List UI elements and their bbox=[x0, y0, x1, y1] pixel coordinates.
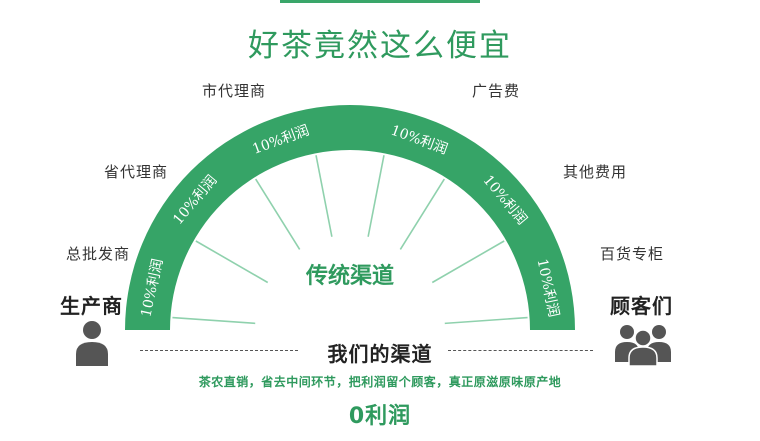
spoke-line bbox=[172, 316, 256, 325]
channel-label-department-store: 百货专柜 bbox=[600, 245, 665, 263]
spoke-line bbox=[431, 240, 505, 284]
channel-label-city-agent: 市代理商 bbox=[202, 82, 267, 100]
top-accent-bar bbox=[280, 0, 480, 3]
divider-left bbox=[140, 350, 298, 351]
spoke-line bbox=[195, 240, 269, 284]
customers-label: 顾客们 bbox=[610, 294, 673, 318]
channel-label-advertising: 广告费 bbox=[472, 82, 521, 100]
spoke-lines bbox=[172, 155, 528, 325]
spoke-line bbox=[367, 155, 385, 237]
channel-label-other-costs: 其他费用 bbox=[563, 163, 628, 181]
producer-label: 生产商 bbox=[60, 294, 123, 318]
divider-right bbox=[448, 350, 593, 351]
group-icon bbox=[615, 325, 671, 366]
spoke-line bbox=[254, 178, 301, 250]
our-channel-description: 茶农直销，省去中间环节，把利润留个顾客，真正原滋原味原产地 bbox=[198, 375, 562, 389]
channel-label-wholesaler: 总批发商 bbox=[66, 245, 131, 263]
channel-label-province-agent: 省代理商 bbox=[104, 163, 169, 181]
spoke-line bbox=[315, 155, 333, 237]
spoke-line bbox=[444, 316, 528, 325]
spoke-line bbox=[399, 178, 446, 250]
our-channel-title: 我们的渠道 bbox=[327, 342, 433, 366]
person-icon bbox=[76, 321, 108, 366]
page-title: 好茶竟然这么便宜 bbox=[248, 28, 512, 64]
zero-profit-label: 0利润 bbox=[348, 404, 412, 429]
center-label-backing bbox=[292, 258, 408, 290]
center-label: 传统渠道 bbox=[305, 263, 394, 289]
traditional-channel-arch bbox=[125, 105, 575, 330]
